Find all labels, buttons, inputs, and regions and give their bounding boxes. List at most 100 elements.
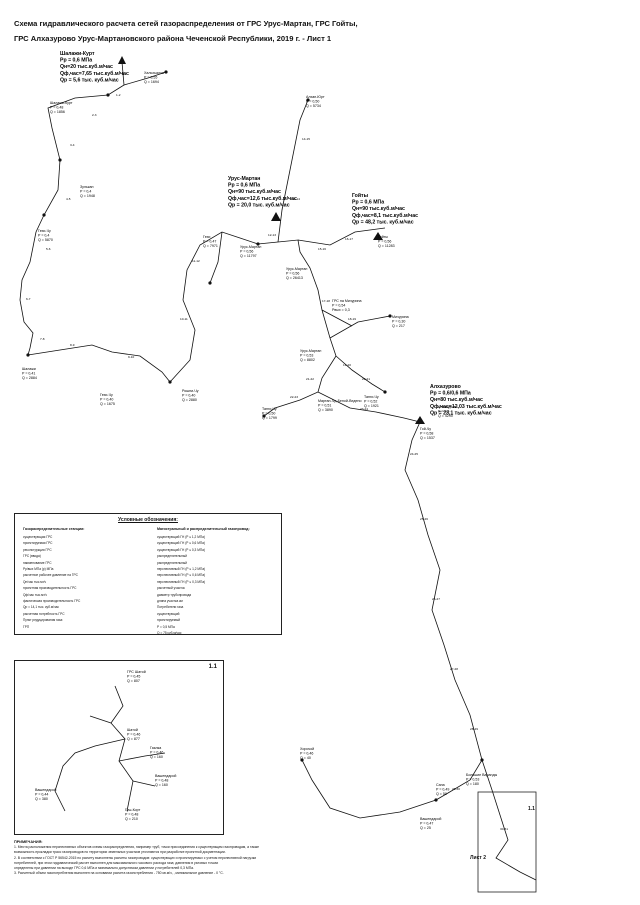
legend-item: перспективный ГН (Р ≤ 1,2 МПа): [157, 567, 206, 572]
source-label-shalazhi-line: Qф,час=7,65 тыс.куб.м/час: [60, 70, 129, 77]
legend-item: перспективный ГН (Р ≤ 0,3 МПа): [157, 579, 206, 584]
legend-item: ГРС (ввода): [23, 554, 41, 559]
consumer-label-c7-line: Q = 2880: [182, 398, 197, 402]
source-label-shalazhi-line: Рр = 0,6 МПа: [60, 58, 92, 64]
source-label-urusmartan-line: Рр = 0,6 МПа: [228, 183, 260, 189]
consumer-label-c23-line: Q = 180: [466, 782, 479, 786]
legend-title: Условные обозначения:: [118, 517, 178, 523]
consumer-label-c6-line: Гехи-Чу: [100, 393, 113, 397]
source-label-goyty-line: Qн=90 тыс.куб.м/час: [352, 205, 405, 212]
pipe-segment-label: 28-29: [470, 727, 478, 731]
pipe-segment-label: 10-11: [180, 317, 188, 321]
source-label-shalazhi-line: Qн=20 тыс.куб.м/час: [60, 63, 113, 70]
consumer-label-c5-line: Шалажи: [22, 367, 36, 371]
notes-lines: 1. Места расположения перспективных объе…: [14, 845, 439, 876]
note-line: потребителей, при этом гидравлический ра…: [14, 860, 219, 865]
inset-label-i6-line: Гуш-Корт: [125, 808, 141, 812]
consumer-label-c8-line: P = 0,47: [203, 240, 216, 244]
inset-label-i3-line: Гаьнка: [150, 746, 161, 750]
inset-label-i6-line: Q = 210: [125, 817, 138, 821]
pipe-shalazhi-east: [123, 71, 167, 86]
consumer-label-c17-line: P = 0,50: [262, 412, 275, 416]
consumer-label-c3-line: P = 0,4: [80, 190, 91, 194]
consumer-label-c1-line: Q = 1694: [144, 80, 159, 84]
consumer-label-c2-line: Q = 1856: [50, 110, 65, 114]
node-icon: [208, 281, 212, 285]
legend-item: проектная производительность ГРС: [23, 586, 77, 591]
grs-urusmartan-icon: [271, 212, 281, 221]
pipe-segment-label: 26-27: [432, 597, 440, 601]
pipe-segment-label: 23-24: [360, 407, 368, 411]
node-icon: [26, 353, 30, 357]
inset-label-i5-line: Q = 380: [35, 797, 48, 801]
node-icon: [383, 390, 387, 394]
legend-item: Q = 75 куб.м/час: [157, 631, 182, 636]
consumer-label-c18-line: P = 0,51: [318, 404, 331, 408]
node-icon: [480, 758, 484, 762]
consumer-label-c1-line: P = 0,55: [144, 76, 157, 80]
consumer-label-c22-line: Q = 50: [436, 792, 447, 796]
consumer-label-c17-line: Танги-Чу: [262, 407, 277, 411]
consumer-label-c12-line: Урус-Мартан: [286, 267, 307, 271]
consumer-label-c24-line: Вашендарой: [420, 817, 441, 821]
consumer-label-c6-line: P = 0,40: [100, 398, 113, 402]
legend-panel: Условные обозначения: Газораспределитель…: [14, 513, 282, 635]
consumer-label-c10-line: Q = 5734: [306, 104, 321, 108]
note-line: 3. Расчетный объем газопотребления выпол…: [14, 871, 224, 876]
consumer-label-c4-line: Гехи-Чу: [38, 229, 51, 233]
pipe-segment-label: 17-18: [322, 299, 330, 303]
legend-item: существующая ГРС: [23, 535, 53, 539]
node-icon: [168, 380, 172, 384]
pipe-west-khorochoy: [301, 759, 437, 819]
legend-item: расчетный участок: [157, 586, 185, 591]
consumer-label-c14-line: P = 0,30: [392, 320, 405, 324]
legend-item: Qн/час тыс.м³/ч: [23, 579, 47, 584]
consumer-label-c11-line: P = 0,56: [378, 240, 391, 244]
node-icon: [306, 98, 310, 102]
consumer-label-c8-line: Q = 7971: [203, 244, 218, 248]
consumer-label-c3-line: Зулькан: [80, 185, 94, 189]
inset-label-i1-line: ГРС Шатой: [127, 670, 146, 674]
pipe-gehi: [209, 231, 223, 284]
pipe-segment-label: 22-23: [290, 395, 298, 399]
consumer-label-c4-line: Q = 5870: [38, 238, 53, 242]
consumer-label-c5-line: Q = 2884: [22, 376, 37, 380]
pipe-segment-label: 6-7: [26, 297, 31, 301]
inset-marker-box: [477, 791, 537, 893]
pipe-west-south: [27, 344, 171, 383]
consumer-label-c16-line: P = 0,52: [364, 400, 377, 404]
source-label-alkhazurovo-line: Алхазурово: [430, 384, 461, 390]
source-label-goyty-line: Qр = 48,2 тыс. куб.м/час: [352, 218, 414, 225]
legend-item: P = 0,5 МПа: [157, 624, 175, 629]
consumer-label-c15-line: Q = 8802: [300, 358, 315, 362]
grs-alkhazurovo-icon: [415, 416, 425, 424]
consumer-label-c16-line: Q = 1921: [364, 404, 379, 408]
notes-block: ПРИМЕЧАНИЯ: 1. Места расположения перспе…: [14, 840, 439, 876]
node-icon: [58, 158, 62, 162]
consumer-label-c19-line: P = 0,58: [420, 432, 433, 436]
node-icon: [388, 314, 392, 318]
consumer-label-c9-line: Q = 11797: [240, 254, 257, 258]
consumer-label-c4-line: P = 0,4: [38, 234, 49, 238]
inset-label-i5-line: P = 0,44: [35, 793, 48, 797]
inset-label-i3-line: Q = 160: [150, 755, 163, 759]
source-label-alkhazurovo-line: Qф,час=12,03 тыс.куб.м/час: [430, 403, 502, 410]
legend-item: наименование ГРС: [23, 560, 52, 565]
legend-item: распределительный: [157, 554, 187, 559]
node-icon: [262, 414, 266, 418]
legend-right-list: существующий ГН (Р ≤ 1,2 МПа)существующи…: [157, 534, 205, 637]
consumer-label-c21-line: Q = 40: [300, 756, 311, 760]
consumer-label-c22-line: Сана: [436, 783, 445, 787]
